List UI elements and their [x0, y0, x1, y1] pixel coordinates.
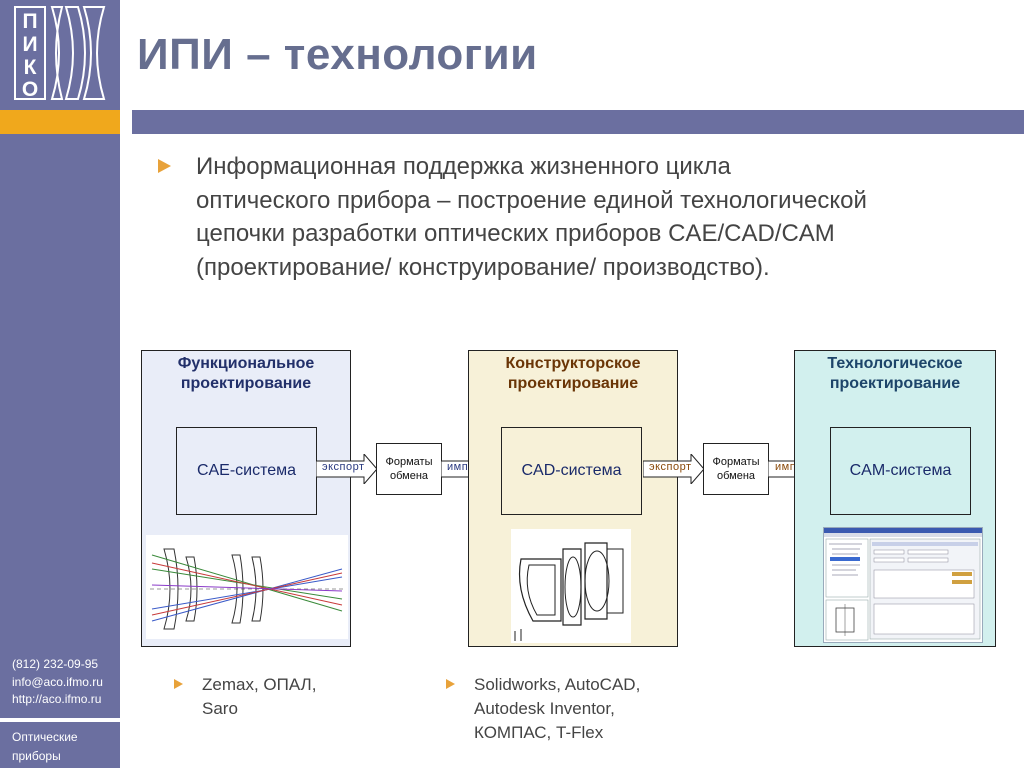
panel-title-line: Функциональное — [177, 355, 315, 372]
cad-tools-line: КОМПАС, T-Flex — [474, 723, 604, 742]
contacts: (812) 232-09-95 info@aco.ifmo.ru http://… — [12, 656, 118, 709]
contact-email[interactable]: info@aco.ifmo.ru — [12, 674, 103, 689]
format-label: Форматы — [385, 456, 433, 468]
logo-letter-3: К — [24, 56, 37, 79]
footer-label-line: приборы — [12, 749, 61, 763]
main-bullet-line: (проектирование/ конструирование/ произв… — [196, 253, 770, 281]
bullet-triangle-icon — [158, 159, 171, 173]
panel-title: Конструкторское проектирование — [469, 354, 677, 394]
footer-label: Оптические приборы — [12, 728, 78, 766]
panel-design: Конструкторское проектирование CAD-систе… — [468, 350, 678, 647]
export-label-1: экспорт — [322, 461, 365, 473]
panel-title: Функциональное проектирование — [142, 354, 350, 394]
export-arrow-2 — [643, 454, 705, 484]
panel-title-line: Технологическое — [827, 355, 963, 372]
lens-assembly-image — [511, 529, 631, 643]
cae-system-box: CAE-система — [176, 427, 317, 515]
sidebar-divider — [0, 718, 120, 722]
exchange-format-box-2: Форматы обмена — [703, 443, 769, 495]
panel-title: Технологическое проектирование — [795, 354, 995, 394]
contact-url[interactable]: http://aco.ifmo.ru — [12, 692, 102, 706]
export-label-2: экспорт — [649, 461, 692, 473]
exchange-format-box-1: Форматы обмена — [376, 443, 442, 495]
cae-tools-text: Zemax, ОПАЛ, Saro — [202, 673, 316, 721]
format-label: обмена — [389, 470, 429, 482]
main-bullet-line: цепочки разработки оптических приборов C… — [196, 220, 835, 247]
panel-title-line: проектирование — [507, 375, 639, 392]
cam-system-box: CAM-система — [830, 427, 971, 515]
accent-strip — [0, 110, 120, 134]
cad-tools-line: Solidworks, AutoCAD, — [474, 675, 641, 694]
footer-label-line: Оптические — [12, 730, 78, 744]
panel-title-line: проектирование — [829, 375, 961, 392]
panel-title-line: проектирование — [180, 375, 312, 392]
panel-functional-design: Функциональное проектирование CAE-систем… — [141, 350, 351, 647]
optical-scheme-image — [146, 535, 348, 639]
format-label: Форматы — [712, 456, 760, 468]
main-bullet-line: оптического прибора – построение единой … — [196, 186, 867, 214]
bullet-triangle-icon — [446, 679, 455, 689]
panel-technological-design: Технологическое проектирование CAM-систе… — [794, 350, 996, 647]
logo-letter-2: И — [22, 33, 37, 56]
logo-letter-1: П — [22, 10, 37, 33]
logo-letter-4: О — [22, 78, 38, 100]
panel-title-line: Конструкторское — [505, 355, 641, 372]
cad-system-box: CAD-система — [501, 427, 642, 515]
cad-tools-line: Autodesk Inventor, — [474, 699, 615, 718]
main-bullet-text: Информационная поддержка жизненного цикл… — [196, 150, 1006, 284]
main-bullet-line: Информационная поддержка жизненного цикл… — [196, 153, 731, 180]
bullet-triangle-icon — [174, 679, 183, 689]
title-underline-bar — [132, 110, 1024, 134]
cad-tools-bullet: Solidworks, AutoCAD, Autodesk Inventor, … — [446, 673, 706, 747]
piko-logo: П И К О — [14, 6, 106, 100]
cae-tools-bullet: Zemax, ОПАЛ, Saro — [174, 673, 374, 723]
slide-title: ИПИ – технологии — [137, 30, 538, 79]
cam-software-screenshot — [823, 527, 983, 643]
cad-tools-text: Solidworks, AutoCAD, Autodesk Inventor, … — [474, 673, 640, 745]
logo-area: П И К О — [0, 0, 120, 110]
export-arrow-1 — [316, 454, 378, 484]
cae-tools-line: Zemax, ОПАЛ, — [202, 675, 317, 694]
cae-tools-line: Saro — [202, 699, 238, 718]
contact-phone: (812) 232-09-95 — [12, 657, 99, 671]
format-label: обмена — [716, 470, 756, 482]
